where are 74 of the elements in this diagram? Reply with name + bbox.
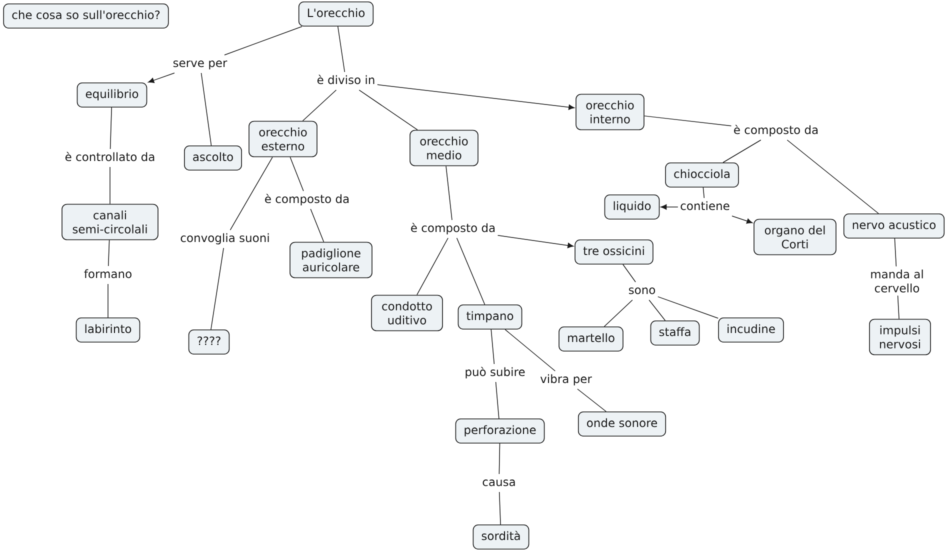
linking-phrase: contiene: [680, 201, 730, 210]
connector-line: [110, 107, 112, 150]
arrow: [732, 216, 753, 224]
concept-box: nervo acustico: [843, 214, 945, 238]
connector-line: [310, 208, 324, 242]
concept-box: labirinto: [76, 318, 140, 342]
connector-line: [108, 240, 110, 266]
connector-line: [290, 156, 304, 192]
linking-phrase: può subire: [466, 366, 525, 378]
linking-phrase: sono: [628, 288, 656, 294]
arrow: [377, 84, 575, 110]
concept-box: tre ossicini: [574, 240, 654, 264]
arrow: [497, 235, 574, 248]
connector-line: [648, 300, 666, 321]
concept-box: incudine: [718, 318, 784, 342]
linking-phrase: manda al cervello: [871, 270, 923, 292]
connector-line: [604, 300, 633, 327]
connector-line: [498, 443, 500, 474]
connector-line: [894, 238, 897, 267]
connector-line: [644, 116, 732, 126]
concept-box: ascolto: [184, 146, 242, 170]
concept-box: orecchio interno: [576, 94, 644, 130]
connector-line: [302, 90, 337, 122]
connector-line: [200, 72, 212, 146]
arrow: [660, 204, 678, 210]
linking-phrase: è composto da: [734, 124, 818, 136]
concept-box: canali semi-circolali: [62, 204, 158, 240]
linking-phrase: è composto da: [265, 194, 349, 206]
concept-box: onde sonore: [578, 412, 666, 436]
arrow: [148, 72, 175, 83]
connector-line: [722, 140, 762, 163]
concept-box: orecchio medio: [410, 130, 478, 166]
concept-box: condotto uditivo: [371, 294, 443, 332]
linking-phrase: formano: [84, 269, 132, 278]
linking-phrase: convoglia suoni: [180, 233, 269, 244]
concept-box: perforazione: [455, 418, 545, 444]
connector-line: [622, 264, 636, 282]
connector-line: [498, 492, 501, 525]
concept-box: sordità: [472, 524, 530, 550]
concept-box: impulsi nervosi: [869, 318, 931, 356]
connector-line: [224, 26, 302, 56]
concept-box: ????: [188, 330, 230, 354]
concept-box: orecchio esterno: [248, 120, 318, 158]
linking-phrase: vibra per: [540, 374, 592, 386]
connector-line: [658, 296, 718, 319]
connector-line: [210, 248, 224, 330]
connector-line: [504, 329, 556, 372]
connector-line: [577, 388, 606, 412]
connector-line: [490, 329, 495, 364]
concept-box: chiocciola: [665, 162, 739, 188]
concept-box: timpano: [458, 304, 522, 330]
linking-phrase: causa: [482, 480, 515, 486]
connector-line: [338, 26, 346, 72]
connector-line: [786, 140, 879, 214]
concept-box: martello: [558, 326, 624, 352]
connector-line: [897, 295, 900, 320]
connector-line: [456, 238, 486, 305]
linking-phrase: serve per: [173, 60, 228, 70]
linking-phrase: è composto da: [411, 222, 495, 234]
concept-box: equilibrio: [76, 82, 148, 108]
concept-box: che cosa so sull'orecchio?: [3, 4, 169, 28]
connector-line: [416, 238, 448, 296]
connector-line: [702, 187, 705, 198]
concept-box: staffa: [650, 320, 700, 346]
connector-line: [446, 166, 452, 220]
linking-phrase: è diviso in: [317, 74, 374, 84]
concept-box: L'orecchio: [298, 2, 374, 26]
concept-box: liquido: [604, 194, 660, 220]
connector-line: [495, 382, 500, 419]
concept-box: organo del Corti: [754, 218, 836, 256]
linking-phrase: è controllato da: [65, 152, 154, 162]
connector-line: [230, 156, 273, 230]
concept-box: padiglione auricolare: [290, 242, 372, 278]
connector-line: [358, 90, 418, 130]
